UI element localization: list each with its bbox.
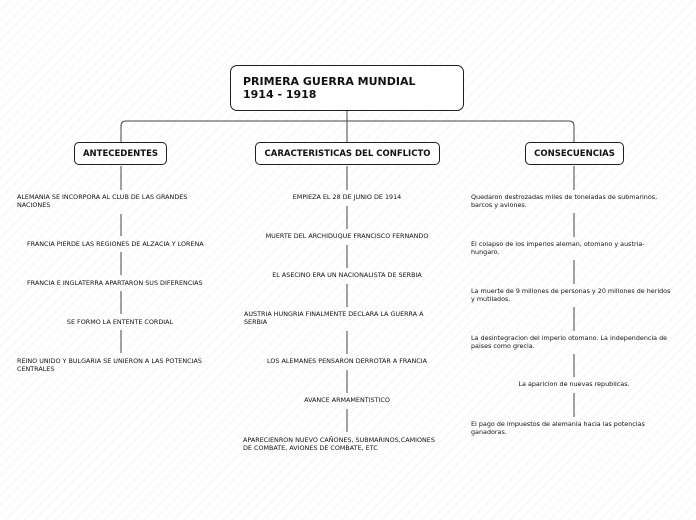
branch-title: CARACTERISTICAS DEL CONFLICTO	[264, 148, 431, 159]
root-node[interactable]: PRIMERA GUERRA MUNDIAL 1914 - 1918	[230, 65, 464, 111]
leaf-node[interactable]: La muerte de 9 millones de personas y 20…	[471, 287, 671, 303]
leaf-node[interactable]: APARECIENRON NUEVO CAÑONES, SUBMARINOS,C…	[243, 436, 435, 452]
branch-title: ANTECEDENTES	[82, 148, 159, 159]
leaf-node[interactable]: La desintegracion del imperio otomano. L…	[471, 334, 668, 350]
leaf-node[interactable]: EL ASECINO ERA UN NACIONALISTA DE SERBIA	[272, 271, 422, 279]
root-dates: 1914 - 1918	[243, 88, 317, 101]
leaf-node[interactable]: REINO UNIDO Y BULGARIA SE UNIERON A LAS …	[17, 357, 202, 373]
leaf-node[interactable]: La aparicion de nuevas republicas.	[518, 380, 630, 388]
leaf-node[interactable]: LOS ALEMANES PENSARON DERROTAR A FRANCIA	[267, 357, 427, 365]
leaf-node[interactable]: AUSTRIA HUNGRIA FINALMENTE DECLARA LA GU…	[244, 310, 424, 326]
leaf-node[interactable]: ALEMANIA SE INCORPORA AL CLUB DE LAS GRA…	[17, 193, 188, 209]
leaf-node[interactable]: FRANCIA E INGLATERRA APARTARON SUS DIFER…	[27, 279, 203, 287]
branch-title: CONSECUENCIAS	[534, 148, 615, 159]
leaf-node[interactable]: MUERTE DEL ARCHIDUQUE FRANCISCO FERNANDO	[265, 232, 429, 240]
leaf-node[interactable]: El colapso de los imperios aleman, otoma…	[471, 240, 645, 256]
branch-node-caracteristicas[interactable]: CARACTERISTICAS DEL CONFLICTO	[255, 142, 440, 165]
leaf-node[interactable]: El pago de impuestos de alemania hacia l…	[471, 420, 645, 436]
leaf-node[interactable]: Quedaron destrozadas miles de toneladas …	[471, 193, 658, 209]
branch-node-consecuencias[interactable]: CONSECUENCIAS	[525, 142, 624, 165]
branch-node-antecedentes[interactable]: ANTECEDENTES	[74, 142, 167, 165]
leaf-node[interactable]: FRANCIA PIERDE LAS REGIONES DE ALZACIA Y…	[27, 240, 204, 248]
leaf-node[interactable]: SE FORMO LA ENTENTE CORDIAL	[66, 318, 174, 326]
leaf-node[interactable]: EMPIEZA EL 28 DE JUNIO DE 1914	[292, 193, 402, 201]
leaf-node[interactable]: AVANCE ARMAMENTISTICO	[304, 396, 390, 404]
root-title: PRIMERA GUERRA MUNDIAL	[243, 75, 416, 88]
